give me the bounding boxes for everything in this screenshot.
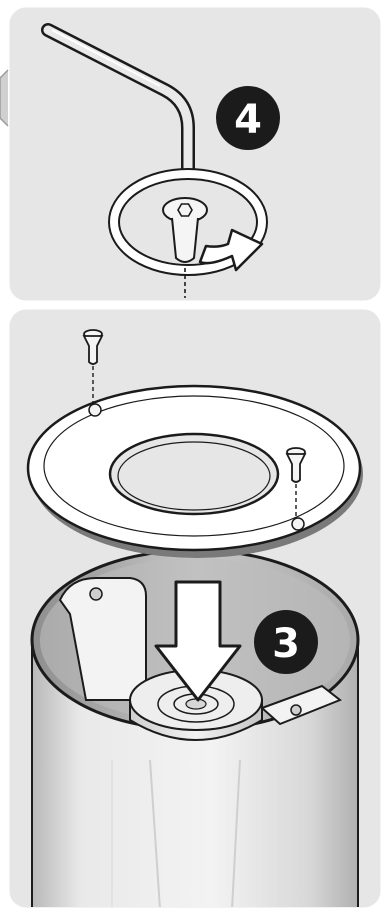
retaining-ring-icon bbox=[28, 386, 363, 558]
step-3-badge: 3 bbox=[254, 610, 318, 674]
step-4-panel: 4 bbox=[0, 6, 382, 302]
step-4-number: 4 bbox=[234, 97, 262, 143]
step-3-number: 3 bbox=[272, 621, 300, 667]
step-3-panel: 3 bbox=[8, 308, 382, 909]
step-4-badge: 4 bbox=[216, 86, 280, 150]
